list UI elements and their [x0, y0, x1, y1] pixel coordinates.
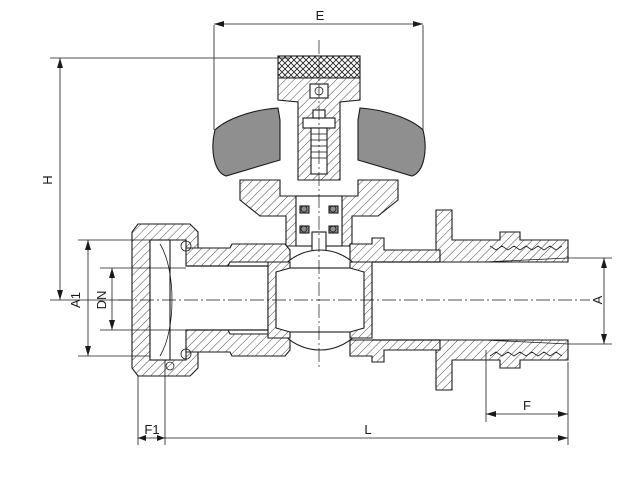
- dimension-F: F: [485, 350, 569, 422]
- label-H: H: [40, 175, 55, 184]
- bore: [186, 261, 440, 341]
- label-A: A: [590, 295, 605, 304]
- tail-piece: [435, 209, 569, 391]
- dimension-A1: A1: [68, 239, 150, 357]
- dimension-L: L: [165, 422, 569, 445]
- label-DN: DN: [94, 291, 109, 310]
- label-L: L: [364, 422, 371, 437]
- label-F1: F1: [144, 422, 159, 437]
- label-E: E: [316, 8, 325, 23]
- dimension-DN: DN: [94, 267, 186, 331]
- bonnet: [239, 179, 399, 265]
- label-A1: A1: [68, 292, 83, 308]
- dimension-A: A: [568, 257, 612, 345]
- dimension-E: E: [213, 8, 424, 130]
- dimension-H: H: [40, 57, 290, 301]
- dimension-F1: F1: [137, 360, 166, 445]
- label-F: F: [523, 398, 531, 413]
